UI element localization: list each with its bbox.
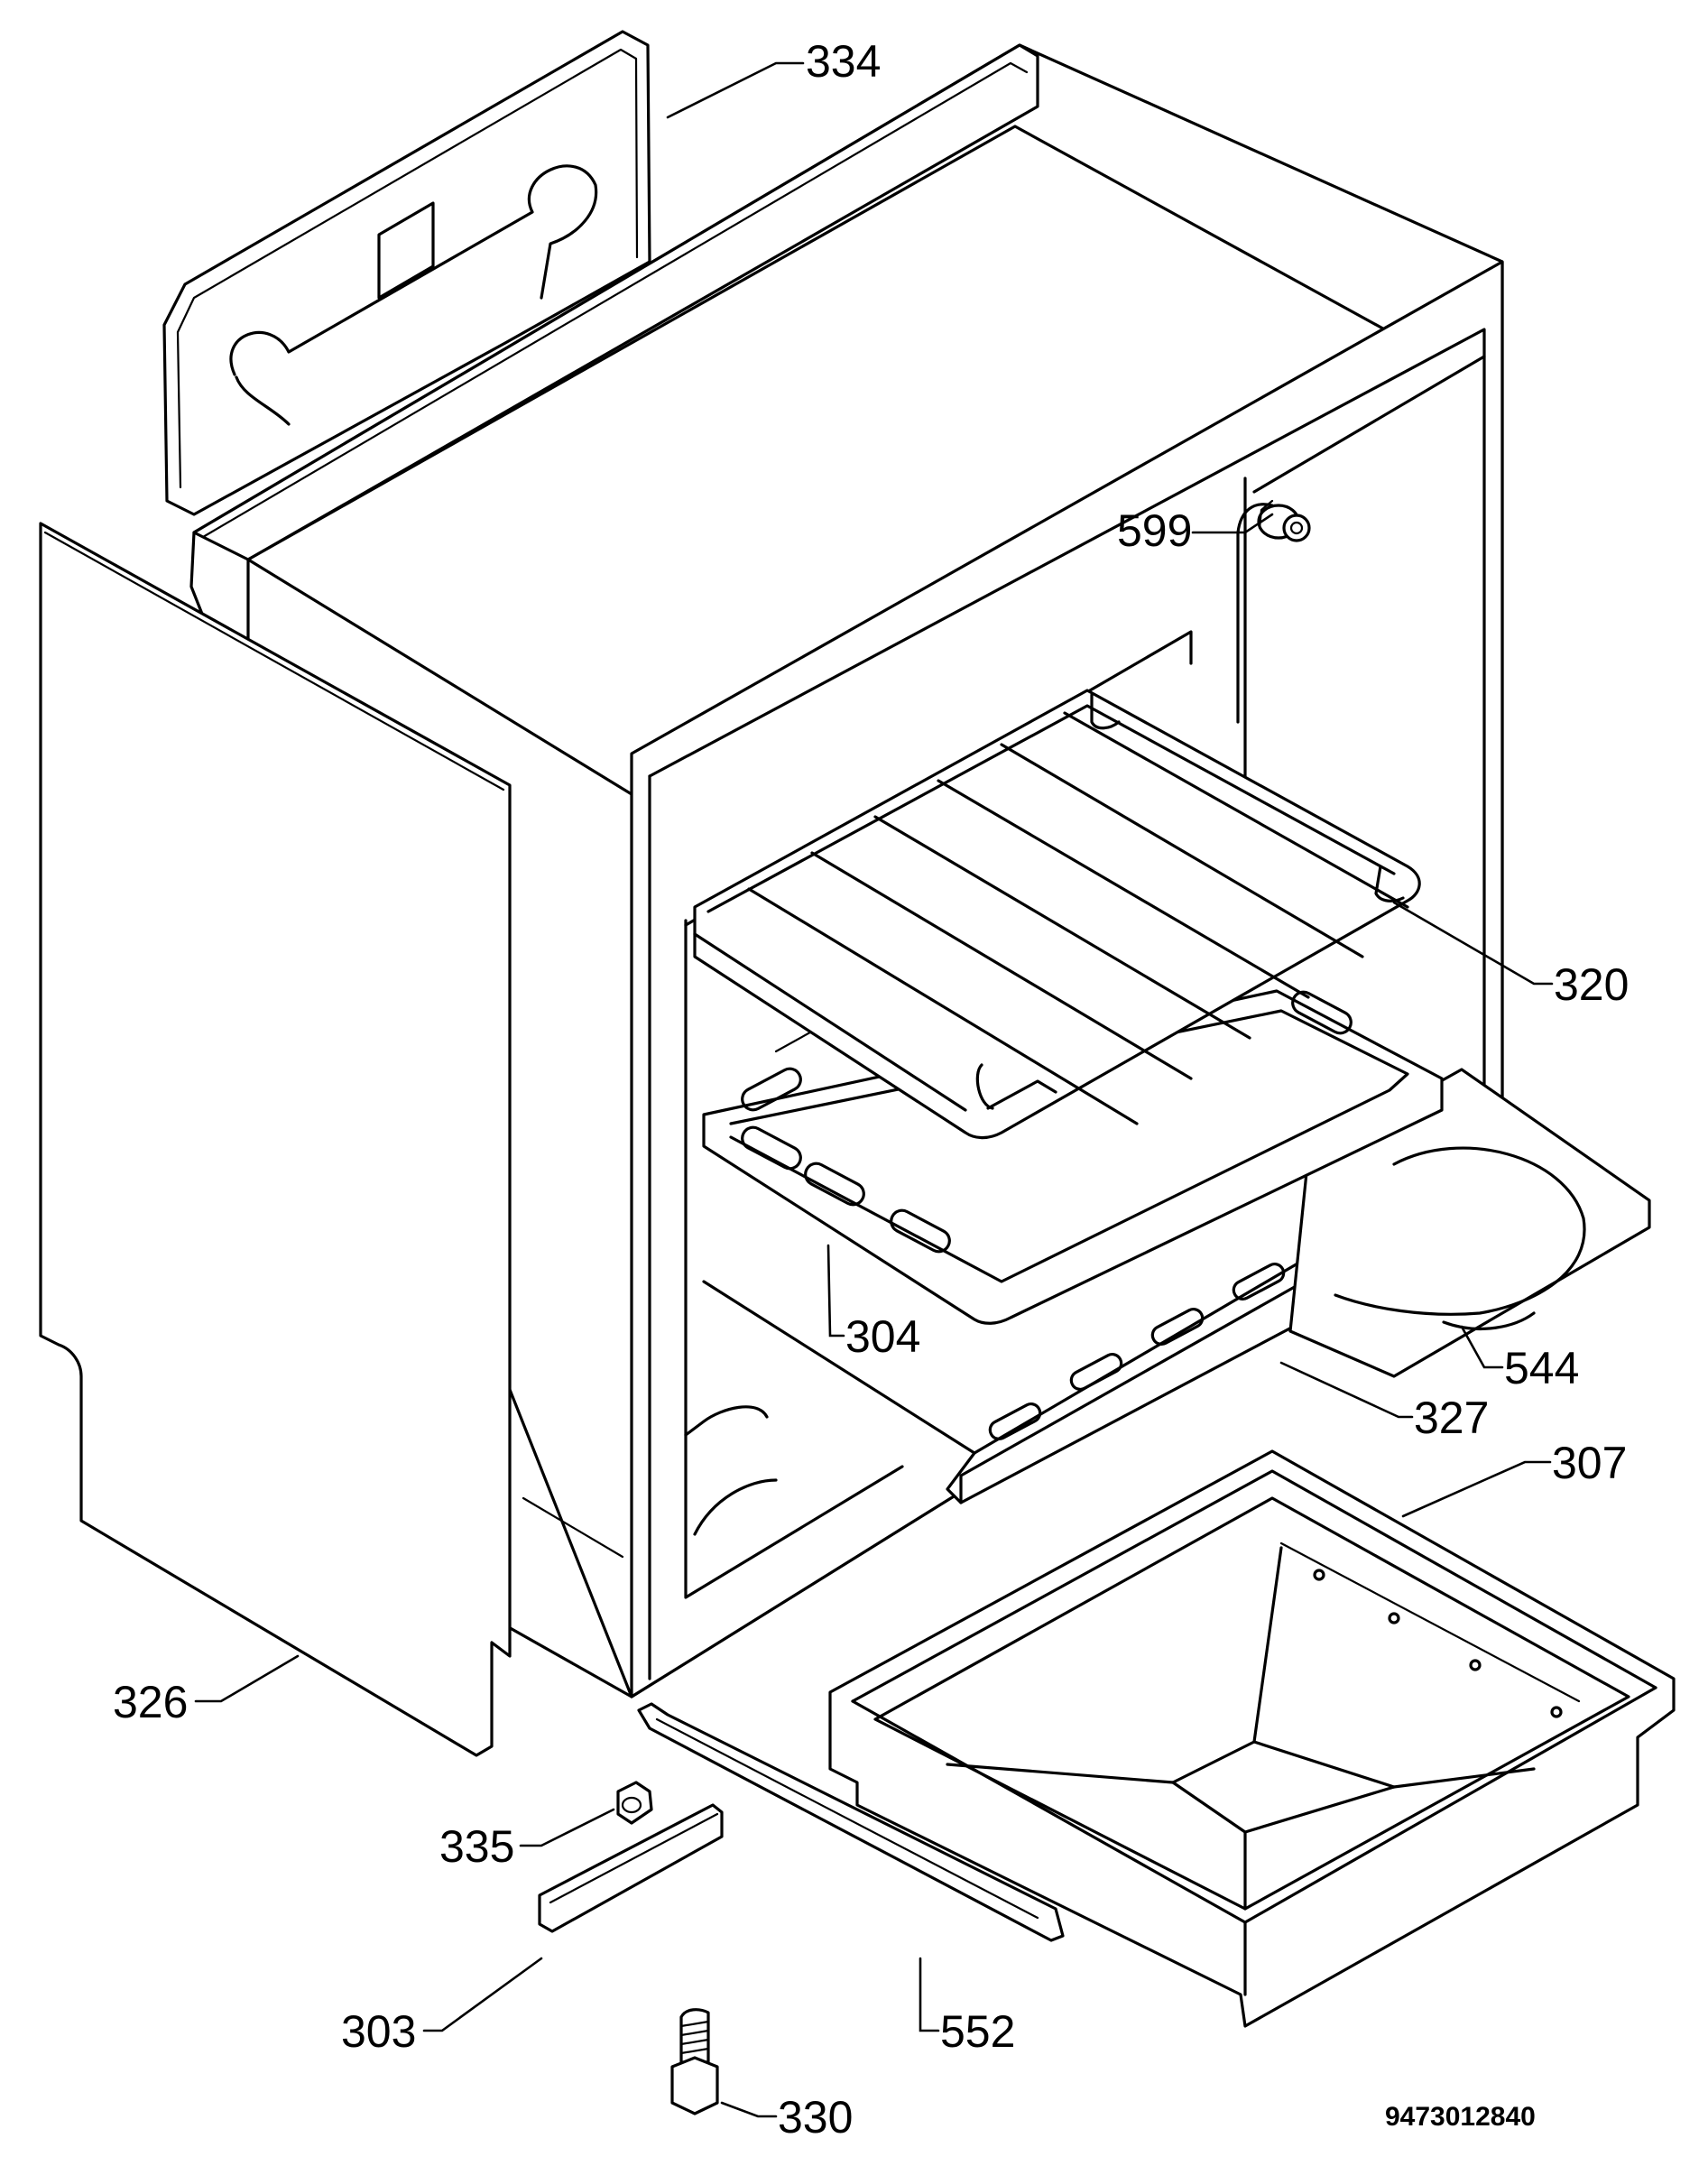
callout-330: 330 [778,2092,853,2143]
callout-335: 335 [439,1821,514,1872]
back-plate-334 [162,30,651,516]
screw-330 [670,2008,719,2115]
drip-tray-304 [702,989,1444,1325]
callout-599: 599 [1117,505,1192,556]
leader-lines [194,61,1554,2118]
callout-labels: 334 599 320 304 544 327 307 326 335 303 … [113,36,1629,2143]
document-number: 9473012840 [1385,2102,1536,2132]
callout-544: 544 [1504,1343,1579,1393]
callout-307: 307 [1552,1438,1627,1488]
side-panel-326 [39,522,512,1757]
wire-shelf-320 [693,689,1421,1140]
nut-335 [616,1781,653,1825]
callout-326: 326 [113,1677,188,1727]
fan-cover-544 [1288,1068,1651,1378]
lamp-holder-599 [1257,499,1311,542]
callout-320: 320 [1554,959,1629,1010]
callout-334: 334 [806,36,881,87]
callout-552: 552 [940,2006,1015,2057]
rail-552 [637,1702,1065,1942]
callout-327: 327 [1414,1393,1489,1443]
callout-304: 304 [845,1311,920,1362]
cover-strip-303 [538,1803,724,1933]
callout-303: 303 [341,2006,416,2057]
baking-tray-307 [828,1449,1676,2028]
